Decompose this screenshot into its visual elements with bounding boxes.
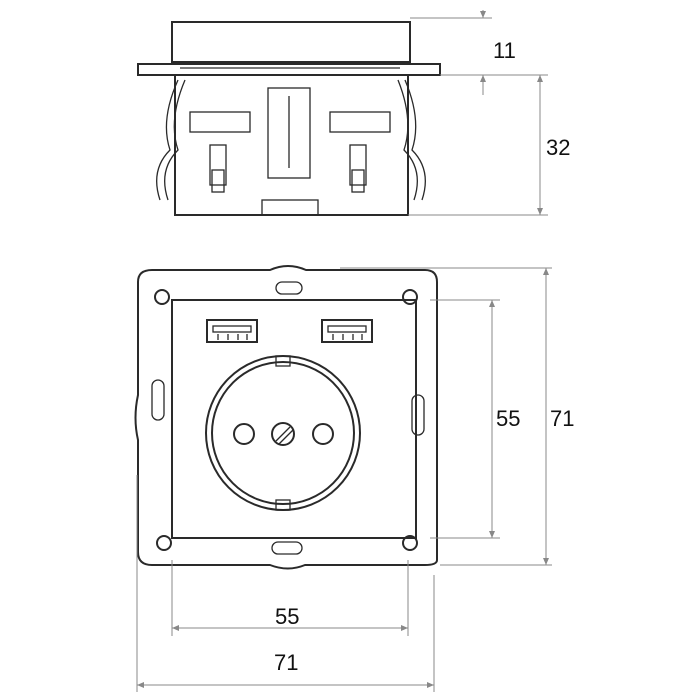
dim-71-horizontal-label: 71 bbox=[274, 650, 298, 675]
corner-hole bbox=[156, 535, 172, 551]
front-dimensions: 55 71 55 71 bbox=[136, 267, 574, 692]
corner-hole bbox=[402, 289, 418, 305]
pin-hole-left bbox=[233, 423, 255, 445]
front-view bbox=[134, 265, 438, 570]
claw-left bbox=[156, 79, 179, 201]
earth-clip-bottom bbox=[275, 499, 291, 511]
center-screw bbox=[271, 422, 295, 446]
outer-frame bbox=[134, 265, 438, 570]
claw-right bbox=[404, 79, 426, 201]
mounting-frame bbox=[137, 63, 441, 76]
center-clip bbox=[267, 87, 311, 179]
dim-11-label: 11 bbox=[493, 38, 516, 63]
dim-71-vertical-label: 71 bbox=[550, 406, 574, 431]
dim-55-horizontal-label: 55 bbox=[275, 604, 299, 629]
corner-hole bbox=[154, 289, 170, 305]
socket-outer-ring bbox=[205, 355, 361, 511]
inner-plate bbox=[171, 299, 417, 539]
socket-inner bbox=[211, 361, 355, 505]
dim-32-label: 32 bbox=[546, 135, 570, 160]
side-dimensions: 11 32 bbox=[408, 10, 570, 216]
usb-port-right bbox=[321, 319, 373, 343]
side-view bbox=[137, 21, 441, 216]
cover-plate bbox=[171, 21, 411, 63]
dim-55-vertical-label: 55 bbox=[496, 406, 520, 431]
usb-port-left bbox=[206, 319, 258, 343]
corner-hole bbox=[402, 535, 418, 551]
pin-hole-right bbox=[312, 423, 334, 445]
earth-clip-top bbox=[275, 355, 291, 367]
